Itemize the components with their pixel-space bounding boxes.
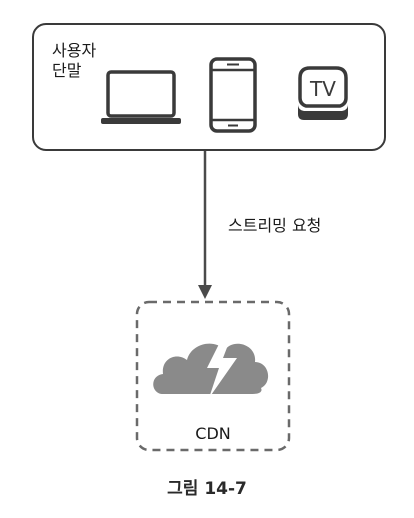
tablet-icon — [209, 57, 257, 133]
user-devices-label: 사용자 단말 — [52, 41, 97, 80]
cdn-box — [135, 300, 291, 452]
tv-label: TV — [309, 77, 336, 101]
request-arrow — [198, 151, 212, 299]
streaming-request-label: 스트리밍 요청 — [228, 216, 322, 235]
cdn-label: CDN — [195, 424, 231, 443]
laptop-icon — [101, 70, 181, 124]
user-devices-box — [32, 23, 386, 151]
figure-caption: 그림 14-7 — [167, 479, 247, 499]
tv-icon: TV — [298, 66, 348, 120]
cloud-lightning-icon — [153, 332, 269, 398]
